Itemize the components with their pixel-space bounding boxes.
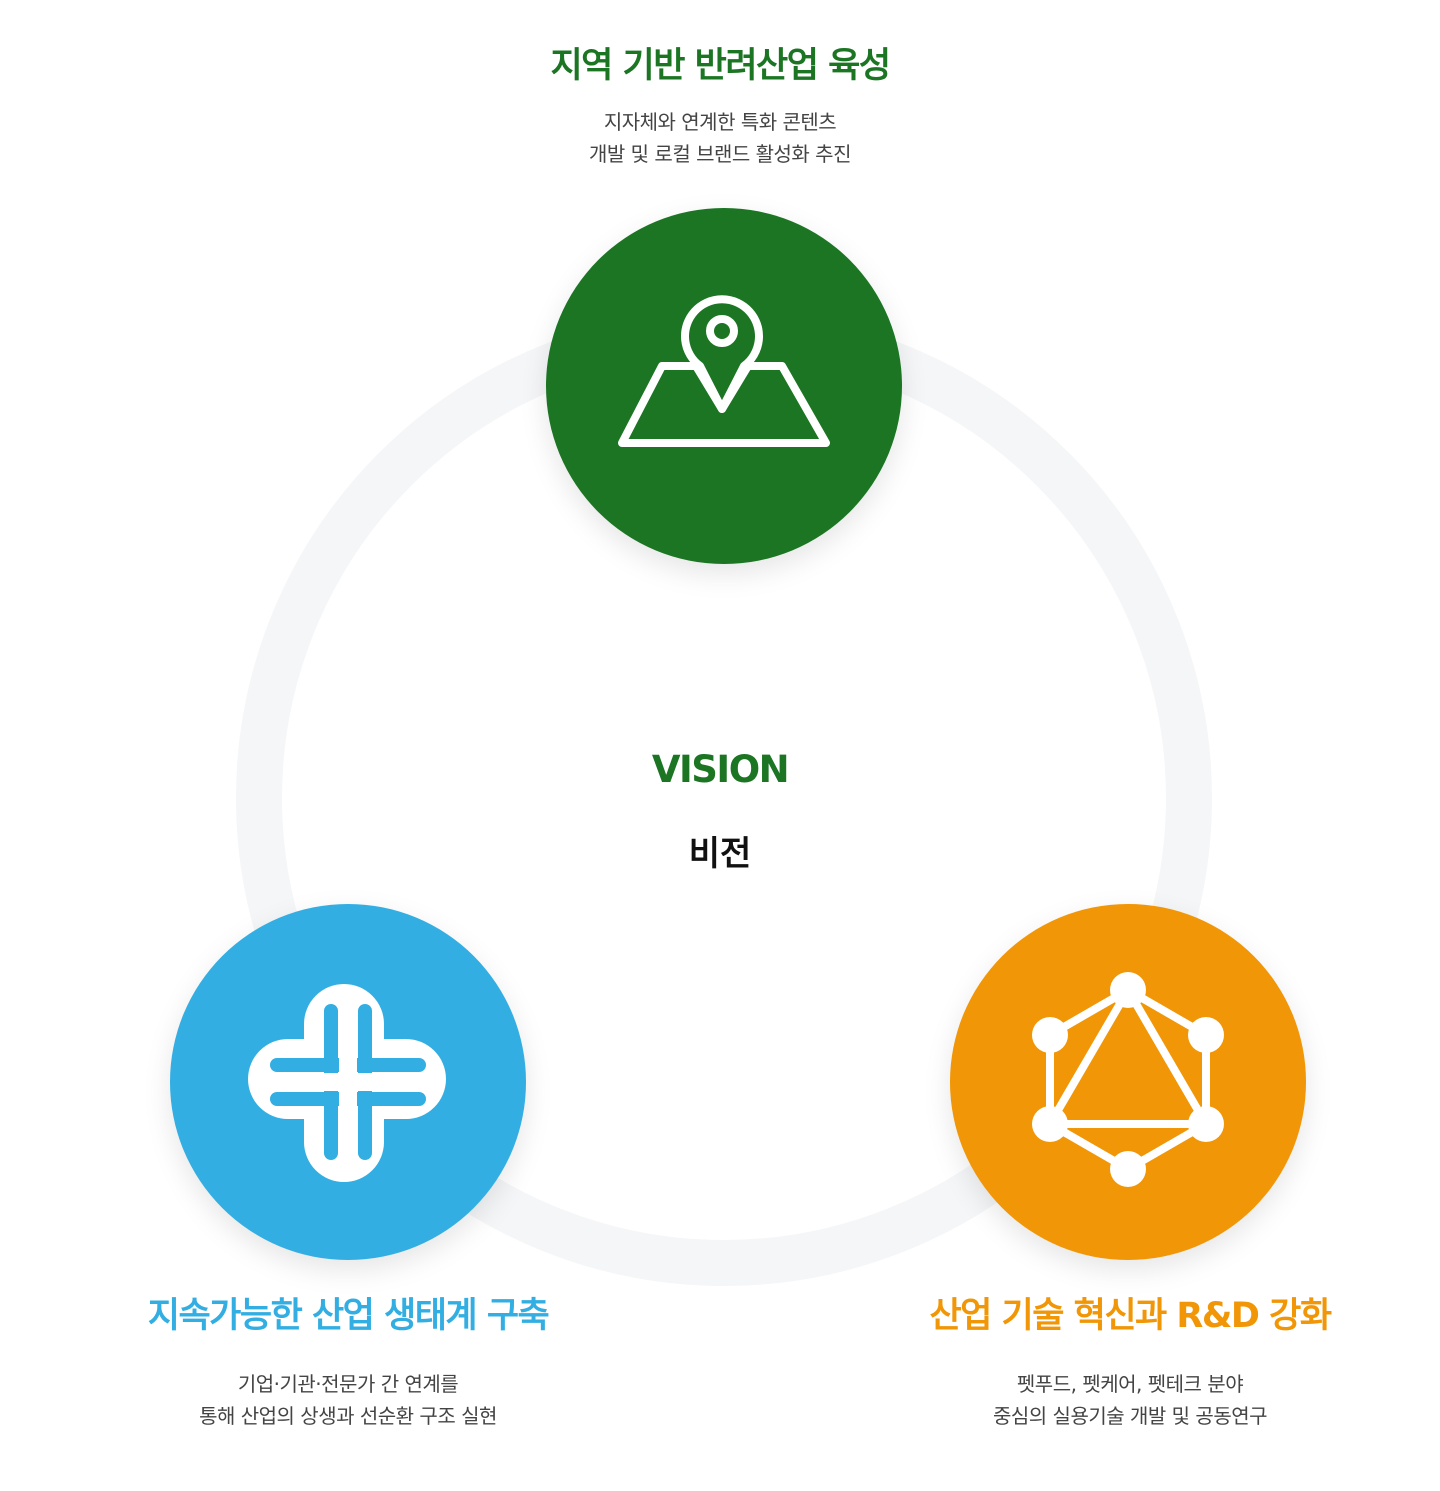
- pillar-description: 지자체와 연계한 특화 콘텐츠 개발 및 로컬 브랜드 활성화 추진: [420, 106, 1020, 170]
- vision-sub-label: 비전: [688, 834, 752, 874]
- pillar-desc-line: 통해 산업의 상생과 선순환 구조 실현: [199, 1404, 497, 1428]
- interlinked-network-icon: [248, 984, 446, 1182]
- vision-label: VISION: [651, 748, 790, 791]
- pillar-ecosystem: 지속가능한 산업 생태계 구축 기업·기관·전문가 간 연계를 통해 산업의 상…: [48, 1296, 648, 1432]
- pillar-desc-line: 펫푸드, 펫케어, 펫테크 분야: [1016, 1372, 1244, 1396]
- pillar-rnd: 산업 기술 혁신과 R&D 강화 펫푸드, 펫케어, 펫테크 분야 중심의 실용…: [830, 1296, 1430, 1432]
- pillar-title: 산업 기술 혁신과 R&D 강화: [929, 1296, 1332, 1336]
- ecosystem-circle: [170, 904, 526, 1260]
- pillar-desc-line: 중심의 실용기술 개발 및 공동연구: [992, 1404, 1268, 1428]
- pillar-title: 지속가능한 산업 생태계 구축: [147, 1296, 550, 1336]
- pillar-title: 지역 기반 반려산업 육성: [550, 46, 891, 86]
- pillar-desc-line: 기업·기관·전문가 간 연계를: [237, 1372, 459, 1396]
- pillar-desc-line: 개발 및 로컬 브랜드 활성화 추진: [589, 142, 852, 166]
- graph-nodes-icon: [1032, 972, 1224, 1187]
- map-pin-icon: [618, 295, 830, 447]
- pillar-desc-line: 지자체와 연계한 특화 콘텐츠: [603, 110, 837, 134]
- pillar-description: 기업·기관·전문가 간 연계를 통해 산업의 상생과 선순환 구조 실현: [48, 1368, 648, 1432]
- pillar-local-industry: 지역 기반 반려산업 육성 지자체와 연계한 특화 콘텐츠 개발 및 로컬 브랜…: [420, 46, 1020, 170]
- pillar-description: 펫푸드, 펫케어, 펫테크 분야 중심의 실용기술 개발 및 공동연구: [830, 1368, 1430, 1432]
- rnd-circle: [950, 904, 1306, 1260]
- local-industry-circle: [546, 208, 902, 564]
